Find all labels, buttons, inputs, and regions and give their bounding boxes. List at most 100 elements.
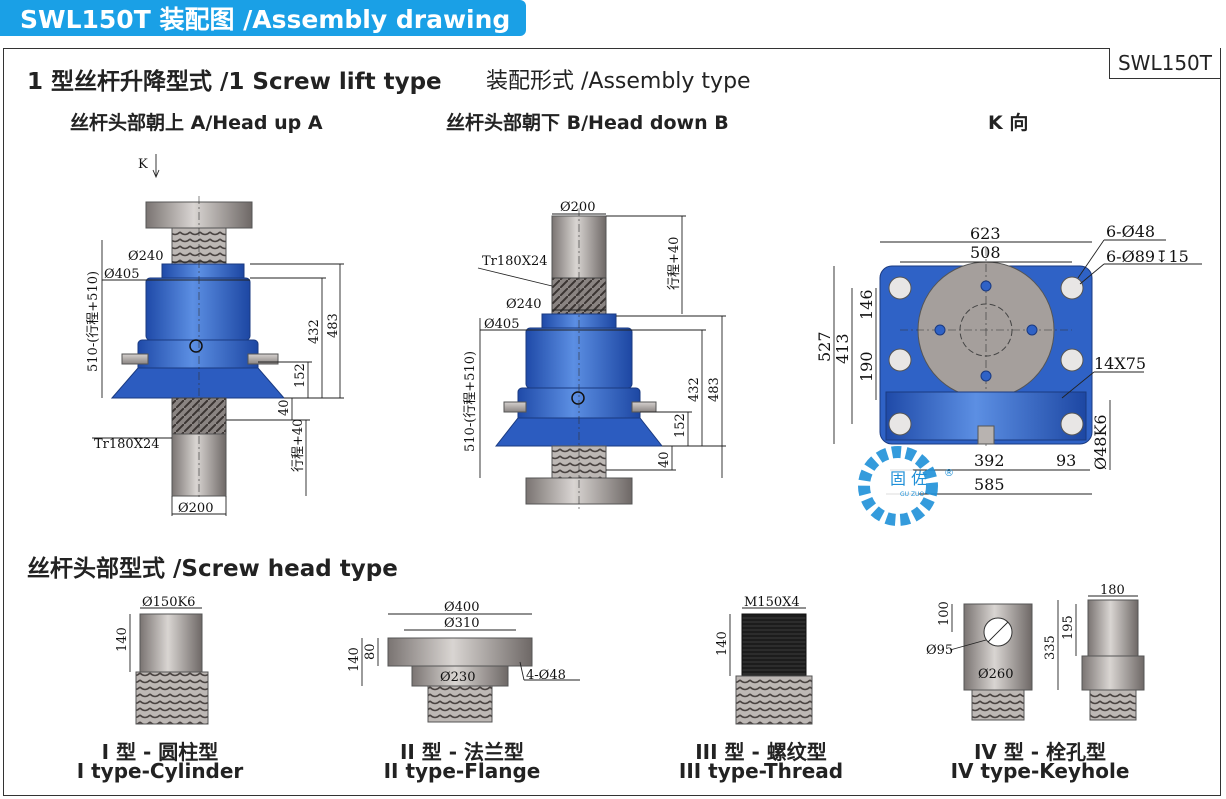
type3-thread-head bbox=[741, 613, 807, 677]
k-view-dim-holes2: 6-Ø89↧15 bbox=[1106, 247, 1189, 266]
head-up-dim-thread: Tr180X24 bbox=[94, 437, 160, 452]
head-down-dim-510: 510-(行程+510) bbox=[463, 351, 478, 452]
type4-front-thread bbox=[971, 689, 1025, 721]
type4-keyhole: 100 Ø95 Ø260 180 195 335 bbox=[926, 583, 1145, 721]
head-up-dim-152: 152 bbox=[293, 363, 308, 388]
type1-dim-d: Ø150K6 bbox=[142, 595, 195, 610]
head-down-dim-200: Ø200 bbox=[560, 200, 595, 215]
type3-dim-h: 140 bbox=[715, 631, 730, 656]
type1-thread bbox=[135, 671, 209, 725]
type1-caption-cn: I 型 - 圆柱型 bbox=[101, 740, 219, 764]
head-up-shaft-right bbox=[247, 353, 279, 365]
type4-dim-260: Ø260 bbox=[978, 667, 1013, 682]
type2-caption-en: II type-Flange bbox=[383, 759, 541, 783]
view-head-down-title: 丝杆头部朝下 B/Head down B bbox=[446, 112, 729, 134]
type1-caption-en: I type-Cylinder bbox=[76, 759, 244, 783]
type4-side-collar bbox=[1081, 655, 1145, 691]
k-view-dim-key: 14X75 bbox=[1094, 354, 1146, 373]
section1-subtitle: 装配形式 /Assembly type bbox=[486, 69, 751, 94]
head-down-dim-432: 432 bbox=[687, 377, 702, 402]
k-view-dim-190: 190 bbox=[857, 351, 876, 382]
brand-logo: 固 佐 ® GU ZUO bbox=[858, 446, 954, 526]
k-view-dim-585: 585 bbox=[974, 475, 1005, 494]
type2-dim-80: 80 bbox=[363, 643, 378, 660]
type4-side-thread bbox=[1089, 689, 1137, 721]
view-k-title: K 向 bbox=[988, 112, 1029, 134]
head-up-dim-432: 432 bbox=[307, 319, 322, 344]
k-arrow-label: K bbox=[138, 157, 148, 172]
head-down-assembly: Ø200 行程+40 Tr180X24 Ø240 Ø405 510-(行程+51… bbox=[463, 200, 726, 510]
head-up-dim-510: 510-(行程+510) bbox=[86, 271, 101, 372]
type2-dim-holes: 4-Ø48 bbox=[526, 668, 566, 683]
model-tag: SWL150T bbox=[1108, 48, 1221, 79]
type3-caption-en: III type-Thread bbox=[678, 759, 844, 783]
type4-dim-195: 195 bbox=[1061, 615, 1076, 640]
head-down-shaft-left bbox=[503, 401, 527, 413]
type2-dim-310: Ø310 bbox=[444, 616, 479, 631]
type4-dim-95: Ø95 bbox=[926, 643, 953, 658]
head-down-dim-240: Ø240 bbox=[506, 297, 541, 312]
type2-dim-400: Ø400 bbox=[444, 600, 479, 615]
type4-dim-180: 180 bbox=[1100, 583, 1125, 598]
head-up-dim-40: 40 bbox=[277, 399, 292, 416]
type4-dim-100: 100 bbox=[937, 601, 952, 626]
k-view-dim-392: 392 bbox=[974, 451, 1005, 470]
type4-dim-335: 335 bbox=[1043, 635, 1058, 660]
head-down-dim-405: Ø405 bbox=[484, 317, 519, 332]
head-down-dim-thread: Tr180X24 bbox=[482, 254, 548, 269]
type2-dim-230: Ø230 bbox=[440, 670, 475, 685]
type2-flange: Ø400 Ø310 Ø230 140 80 4-Ø48 bbox=[347, 600, 580, 723]
head-up-dim-240: Ø240 bbox=[128, 249, 163, 264]
head-down-grease-port bbox=[571, 391, 585, 405]
type3-dim-thread: M150X4 bbox=[744, 595, 800, 610]
drawing-frame bbox=[3, 48, 1221, 796]
head-down-dim-152: 152 bbox=[673, 413, 688, 438]
type1-dim-h: 140 bbox=[115, 627, 130, 652]
type2-flange-disc bbox=[387, 637, 533, 667]
banner-title: SWL150T 装配图 /Assembly drawing bbox=[20, 5, 511, 34]
type3-caption-cn: III 型 - 螺纹型 bbox=[695, 740, 827, 764]
head-up-shaft-left bbox=[121, 353, 149, 365]
page-banner: SWL150T 装配图 /Assembly drawing bbox=[0, 0, 527, 36]
k-view-dim-527: 527 bbox=[815, 331, 834, 362]
k-view-dim-holes1: 6-Ø48 bbox=[1106, 222, 1155, 241]
k-view: 623 508 6-Ø48 6-Ø89↧15 527 413 146 190 1… bbox=[815, 222, 1202, 495]
type2-dim-140: 140 bbox=[347, 647, 362, 672]
head-down-dim-stroke40: 行程+40 bbox=[667, 237, 682, 290]
head-up-dim-stroke40: 行程+40 bbox=[291, 419, 306, 472]
head-down-dim-40: 40 bbox=[657, 451, 672, 468]
head-up-dim-200: Ø200 bbox=[178, 501, 213, 516]
head-up-neck bbox=[161, 263, 245, 279]
head-up-dim-483: 483 bbox=[326, 313, 341, 338]
type1-cylinder: Ø150K6 140 bbox=[115, 595, 209, 725]
k-view-dim-146: 146 bbox=[857, 289, 876, 320]
k-view-dim-93: 93 bbox=[1056, 451, 1076, 470]
k-view-dim-623: 623 bbox=[970, 224, 1001, 243]
type4-caption-cn: IV 型 - 栓孔型 bbox=[973, 740, 1107, 764]
head-up-assembly: K Ø240 Ø405 510-(行程+510) 432 483 152 40 bbox=[86, 154, 344, 516]
section2-title: 丝杆头部型式 /Screw head type bbox=[27, 556, 398, 582]
k-view-dim-413: 413 bbox=[833, 333, 852, 364]
k-view-mount-holes bbox=[888, 276, 1084, 436]
head-up-dim-405: Ø405 bbox=[104, 267, 139, 282]
head-down-shaft-right bbox=[631, 401, 657, 413]
logo-text: 固 佐 bbox=[890, 469, 927, 488]
type4-side-body bbox=[1087, 599, 1139, 657]
section1-title: 1 型丝杆升降型式 /1 Screw lift type bbox=[27, 69, 442, 95]
type3-thread-body bbox=[735, 675, 813, 725]
logo-reg: ® bbox=[944, 468, 954, 479]
head-up-grease-port bbox=[189, 339, 203, 353]
k-arrow-head bbox=[152, 169, 160, 179]
k-view-dim-48k6: Ø48K6 bbox=[1091, 414, 1110, 470]
type3-thread: M150X4 140 bbox=[715, 595, 813, 725]
head-up-base-flange bbox=[110, 367, 286, 399]
head-up-housing bbox=[145, 277, 251, 341]
type1-body bbox=[139, 613, 203, 673]
type2-caption-cn: II 型 - 法兰型 bbox=[399, 740, 525, 764]
type2-thread bbox=[427, 685, 493, 723]
k-view-dim-508: 508 bbox=[970, 243, 1001, 262]
logo-sub: GU ZUO bbox=[900, 491, 924, 498]
view-head-up-title: 丝杆头部朝上 A/Head up A bbox=[70, 112, 323, 134]
type4-caption-en: IV type-Keyhole bbox=[950, 759, 1130, 783]
